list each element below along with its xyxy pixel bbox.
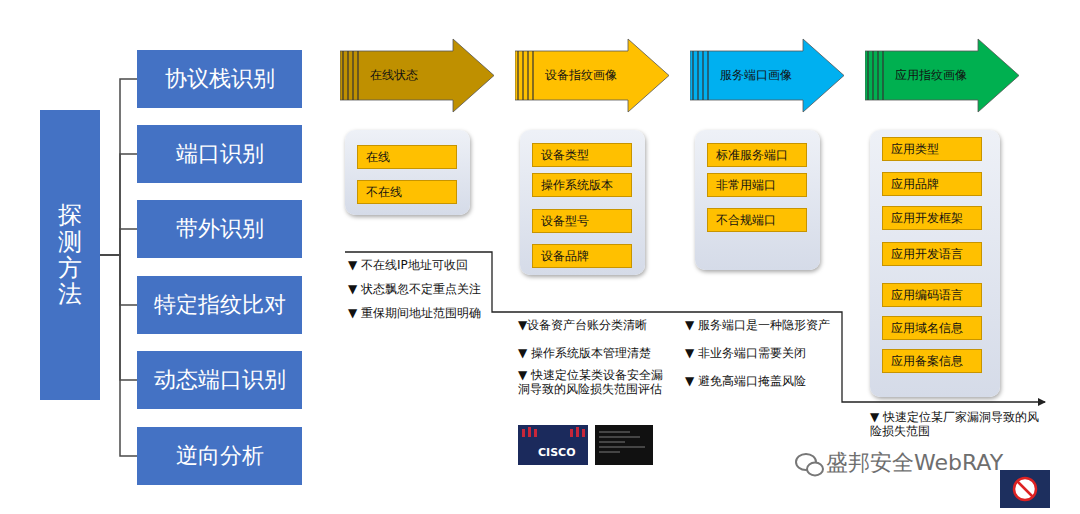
stage-panel: 标准服务端口非常用端口不合规端口 bbox=[695, 130, 820, 270]
bracket-connector bbox=[100, 229, 137, 255]
attribute-text: 非常用端口 bbox=[716, 177, 776, 194]
attribute-text: 应用类型 bbox=[891, 141, 939, 158]
stage-title: 应用指纹画像 bbox=[895, 67, 967, 84]
method-text: 动态端口识别 bbox=[154, 365, 286, 395]
attribute-box: 应用开发框架 bbox=[882, 206, 982, 230]
attribute-box: 应用类型 bbox=[882, 137, 982, 161]
bracket-connector bbox=[100, 255, 137, 305]
attribute-text: 应用开发框架 bbox=[891, 210, 963, 227]
attribute-text: 操作系统版本 bbox=[541, 177, 613, 194]
cisco-image bbox=[518, 425, 588, 465]
image-text: CISCO bbox=[538, 446, 576, 459]
method-text: 探测方法 bbox=[58, 202, 82, 308]
note-text: ▼ 快速定位某厂家漏洞导致的风险损失范围 bbox=[870, 410, 1042, 439]
note-text: ▼ 服务端口是一种隐形资产 bbox=[685, 318, 830, 332]
stage-panel: 设备类型操作系统版本设备型号设备品牌 bbox=[520, 130, 645, 275]
attribute-text: 设备类型 bbox=[541, 147, 589, 164]
note-text: ▼ 重保期间地址范围明确 bbox=[348, 306, 481, 320]
method-box: 逆向分析 bbox=[137, 427, 302, 485]
attribute-text: 应用开发语言 bbox=[891, 246, 963, 263]
attribute-box: 应用域名信息 bbox=[882, 316, 982, 340]
bracket-connector bbox=[100, 255, 137, 456]
method-box: 特定指纹比对 bbox=[137, 276, 302, 334]
attribute-box: 设备型号 bbox=[532, 209, 632, 233]
bracket-connector bbox=[100, 255, 137, 380]
attribute-text: 设备品牌 bbox=[541, 248, 589, 265]
attribute-box: 标准服务端口 bbox=[707, 143, 807, 167]
stage-title: 服务端口画像 bbox=[720, 67, 792, 84]
attribute-text: 设备型号 bbox=[541, 213, 589, 230]
method-text: 协议栈识别 bbox=[165, 64, 275, 94]
stage-arrow: 设备指纹画像 bbox=[515, 38, 670, 113]
attribute-box: 操作系统版本 bbox=[532, 173, 632, 197]
attribute-text: 应用域名信息 bbox=[891, 320, 963, 337]
note-text: ▼ 操作系统版本管理清楚 bbox=[518, 346, 651, 360]
method-text: 特定指纹比对 bbox=[154, 290, 286, 320]
attribute-box: 在线 bbox=[357, 145, 457, 169]
method-box: 带外识别 bbox=[137, 200, 302, 258]
method-box: 动态端口识别 bbox=[137, 351, 302, 409]
attribute-box: 不合规端口 bbox=[707, 208, 807, 232]
note-text: ▼ 快速定位某类设备安全漏洞导致的风险损失范围评估 bbox=[518, 368, 670, 397]
attribute-text: 应用备案信息 bbox=[891, 353, 963, 370]
bracket-connector bbox=[100, 154, 137, 255]
method-text: 逆向分析 bbox=[176, 441, 264, 471]
note-text: ▼ 避免高端口掩盖风险 bbox=[685, 374, 806, 388]
attribute-box: 应用备案信息 bbox=[882, 349, 982, 373]
attribute-box: 不在线 bbox=[357, 180, 457, 204]
stage-panel: 应用类型应用品牌应用开发框架应用开发语言应用编码语言应用域名信息应用备案信息 bbox=[870, 130, 1000, 397]
watermark: 盛邦安全WebRAY bbox=[826, 450, 1003, 476]
method-text: 带外识别 bbox=[176, 214, 264, 244]
attribute-text: 不合规端口 bbox=[716, 212, 776, 229]
attribute-box: 应用编码语言 bbox=[882, 283, 982, 307]
attribute-box: 设备品牌 bbox=[532, 244, 632, 268]
badge-image bbox=[1000, 470, 1050, 508]
bracket-connector bbox=[100, 79, 137, 255]
method-text: 端口识别 bbox=[176, 139, 264, 169]
attribute-text: 不在线 bbox=[366, 184, 402, 201]
stage-title: 在线状态 bbox=[370, 67, 418, 84]
note-text: ▼ 非业务端口需要关闭 bbox=[685, 346, 806, 360]
attribute-text: 标准服务端口 bbox=[716, 147, 788, 164]
attribute-box: 应用品牌 bbox=[882, 172, 982, 196]
note-text: ▼ 不在线IP地址可收回 bbox=[348, 258, 468, 272]
attribute-text: 应用品牌 bbox=[891, 176, 939, 193]
attribute-text: 应用编码语言 bbox=[891, 287, 963, 304]
attribute-box: 设备类型 bbox=[532, 143, 632, 167]
attribute-text: 在线 bbox=[366, 149, 390, 166]
method-box: 探测方法 bbox=[40, 110, 100, 400]
attribute-box: 非常用端口 bbox=[707, 173, 807, 197]
note-text: ▼设备资产台账分类清晰 bbox=[518, 318, 647, 332]
stage-arrow: 服务端口画像 bbox=[690, 38, 845, 113]
stage-arrow: 应用指纹画像 bbox=[865, 38, 1020, 113]
stage-panel: 在线不在线 bbox=[345, 130, 470, 215]
terminal-image bbox=[595, 425, 653, 465]
method-box: 协议栈识别 bbox=[137, 50, 302, 108]
note-text: ▼ 状态飘忽不定重点关注 bbox=[348, 282, 481, 296]
stage-arrow: 在线状态 bbox=[340, 38, 495, 113]
method-box: 端口识别 bbox=[137, 125, 302, 183]
wechat-icon bbox=[796, 454, 823, 476]
stage-title: 设备指纹画像 bbox=[545, 67, 617, 84]
attribute-box: 应用开发语言 bbox=[882, 242, 982, 266]
